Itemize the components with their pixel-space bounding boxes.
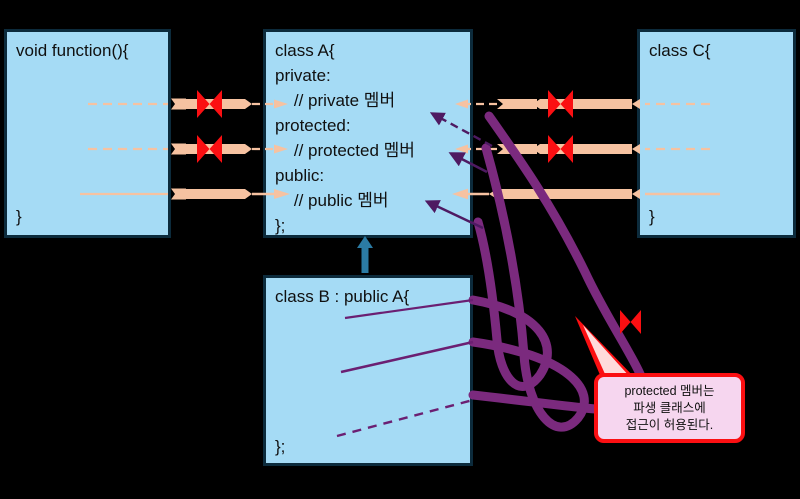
class-b-box: class B : public A{ }; (263, 275, 473, 466)
class-b-header: class B : public A{ (275, 287, 410, 306)
protected-access-callout: protected 멤버는 파생 클래스에 접근이 허용된다. (594, 373, 745, 443)
void-function-box: void function(){ } (4, 29, 171, 238)
blocked-x-function-protected (197, 135, 222, 163)
callout-line-3: 접근이 허용된다. (625, 418, 714, 432)
callout-line-1: protected 멤버는 (624, 384, 715, 398)
class-a-code: class A{ private: // private 멤버 protecte… (275, 41, 415, 235)
void-function-footer: } (16, 207, 22, 226)
derived-to-protected-curve (468, 143, 589, 432)
void-function-header: void function(){ (16, 41, 129, 60)
derived-to-public-curve (468, 217, 552, 391)
callout-line-2: 파생 클래스에 (633, 401, 706, 415)
class-c-footer: } (649, 207, 655, 226)
blocked-x-classc-private (548, 90, 573, 118)
class-c-box: class C{ } (637, 29, 796, 238)
derived-to-private-curve (468, 111, 653, 416)
class-c-header: class C{ (649, 41, 711, 60)
blocked-x-function-private (197, 90, 222, 118)
inheritance-arrow-b-to-a (357, 236, 373, 273)
class-a-box: class A{ private: // private 멤버 protecte… (263, 29, 473, 238)
callout-pointer (575, 316, 636, 379)
blocked-x-derived-private (620, 310, 641, 334)
blocked-x-classc-protected (548, 135, 573, 163)
class-b-footer: }; (275, 437, 286, 456)
